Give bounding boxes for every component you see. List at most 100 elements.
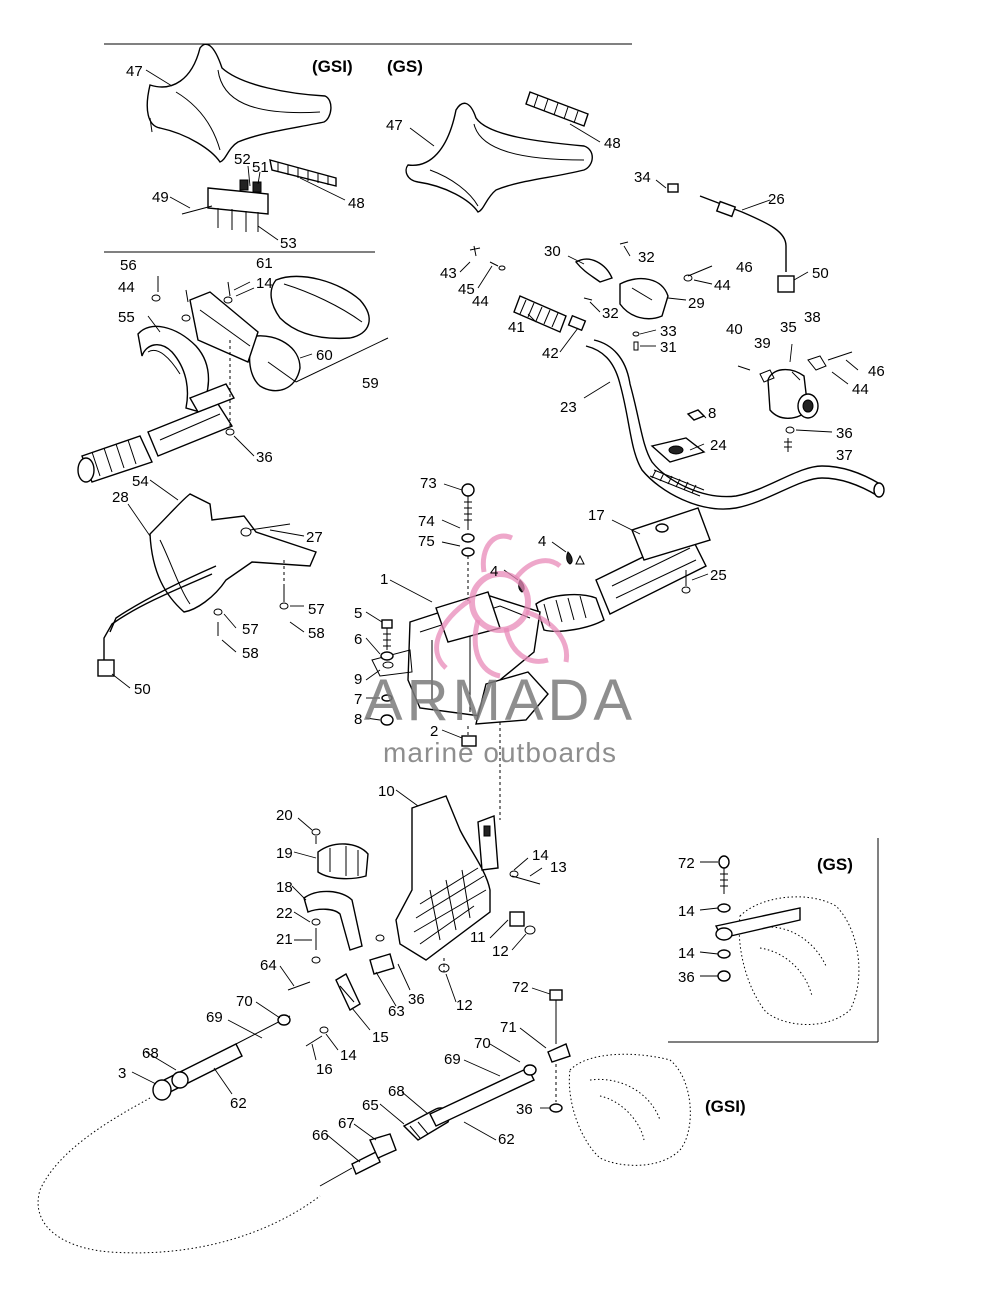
handlebar-pad-gs — [405, 102, 593, 213]
throttle-housing — [574, 258, 669, 320]
callout-12: 12 — [492, 943, 509, 960]
section-dividers — [104, 43, 879, 1043]
callout-68: 68 — [388, 1083, 405, 1100]
fasteners-left — [151, 276, 289, 636]
callout-22: 22 — [276, 905, 293, 922]
steering-bracket-10 — [395, 795, 541, 973]
callout-70: 70 — [236, 993, 253, 1010]
callout-9: 9 — [354, 671, 362, 688]
grip-48-gs — [525, 91, 589, 127]
variant-label-gs-inset: (GS) — [817, 855, 853, 874]
steering-cable-62-gs — [37, 1014, 321, 1254]
callout-37: 37 — [836, 447, 853, 464]
callout-57: 57 — [242, 621, 259, 638]
callout-36: 36 — [408, 991, 425, 1008]
callout-13: 13 — [550, 859, 567, 876]
callout-38: 38 — [804, 309, 821, 326]
callout-69: 69 — [444, 1051, 461, 1068]
callout-54: 54 — [132, 473, 149, 490]
callout-4: 4 — [538, 533, 546, 550]
grip-48-gsi — [269, 159, 337, 187]
callout-43: 43 — [440, 265, 457, 282]
callout-72: 72 — [678, 855, 695, 872]
callout-10: 10 — [378, 783, 395, 800]
callout-58: 58 — [242, 645, 259, 662]
callout-30: 30 — [544, 243, 561, 260]
callout-63: 63 — [388, 1003, 405, 1020]
callout-18: 18 — [276, 879, 293, 896]
callout-14: 14 — [256, 275, 273, 292]
callout-36: 36 — [678, 969, 695, 986]
callout-68: 68 — [142, 1045, 159, 1062]
lever-63-15 — [287, 934, 395, 1047]
callout-53: 53 — [280, 235, 297, 252]
callout-66: 66 — [312, 1127, 329, 1144]
callout-67: 67 — [338, 1115, 355, 1132]
callout-14: 14 — [678, 945, 695, 962]
callout-24: 24 — [710, 437, 727, 454]
callout-44: 44 — [118, 279, 135, 296]
watermark-title: ARMADA — [364, 668, 636, 733]
callout-42: 42 — [542, 345, 559, 362]
fasteners-center — [380, 483, 501, 820]
callout-74: 74 — [418, 513, 435, 530]
callout-14: 14 — [678, 903, 695, 920]
callout-7: 7 — [354, 691, 362, 708]
fasteners-top-right — [469, 241, 853, 452]
callout-36: 36 — [836, 425, 853, 442]
jet-nozzle-gsi — [568, 1053, 691, 1166]
callout-46: 46 — [868, 363, 885, 380]
callout-36: 36 — [516, 1101, 533, 1118]
variant-label-gsi-top: (GSI) — [312, 57, 353, 76]
callout-33: 33 — [660, 323, 677, 340]
callout-15: 15 — [372, 1029, 389, 1046]
leader-lines — [111, 69, 859, 1163]
callout-41: 41 — [508, 319, 525, 336]
callout-45: 45 — [458, 281, 475, 298]
clamp-24 — [650, 409, 706, 463]
gsi-steering-cover — [189, 275, 370, 392]
callout-23: 23 — [560, 399, 577, 416]
handlebar-pad-gsi — [146, 43, 332, 163]
callout-47: 47 — [126, 63, 143, 80]
callout-40: 40 — [726, 321, 743, 338]
callout-46: 46 — [736, 259, 753, 276]
callout-34: 34 — [634, 169, 651, 186]
callout-75: 75 — [418, 533, 435, 550]
callout-26: 26 — [768, 191, 785, 208]
callout-44: 44 — [472, 293, 489, 310]
clamp-19-18 — [303, 828, 369, 964]
callout-8: 8 — [708, 405, 716, 422]
steering-cable-62-gsi — [319, 989, 571, 1187]
callout-27: 27 — [306, 529, 323, 546]
watermark-subtitle: marine outboards — [383, 737, 617, 768]
callout-72: 72 — [512, 979, 529, 996]
callout-19: 19 — [276, 845, 293, 862]
callout-50: 50 — [134, 681, 151, 698]
callout-36: 36 — [256, 449, 273, 466]
callout-62: 62 — [498, 1131, 515, 1148]
callout-48: 48 — [348, 195, 365, 212]
jet-nozzle-gs — [714, 855, 860, 1025]
callout-48: 48 — [604, 135, 621, 152]
callout-20: 20 — [276, 807, 293, 824]
callout-3: 3 — [118, 1065, 126, 1082]
callout-16: 16 — [316, 1061, 333, 1078]
variant-labels: (GSI) (GS) (GS) (GSI) — [312, 57, 853, 1116]
callout-50: 50 — [812, 265, 829, 282]
handlebar-23 — [585, 339, 885, 510]
callout-71: 71 — [500, 1019, 517, 1036]
cable-26-assembly — [667, 183, 795, 293]
callout-numbers: 47 48 52 51 49 53 47 48 34 26 30 32 46 5… — [112, 63, 885, 1148]
callout-65: 65 — [362, 1097, 379, 1114]
callout-39: 39 — [754, 335, 771, 352]
callout-32: 32 — [602, 305, 619, 322]
callout-59: 59 — [362, 375, 379, 392]
callout-51: 51 — [252, 159, 269, 176]
callout-11: 11 — [470, 929, 486, 946]
callout-35: 35 — [780, 319, 797, 336]
callout-57: 57 — [308, 601, 325, 618]
callout-4: 4 — [490, 563, 498, 580]
callout-49: 49 — [152, 189, 169, 206]
